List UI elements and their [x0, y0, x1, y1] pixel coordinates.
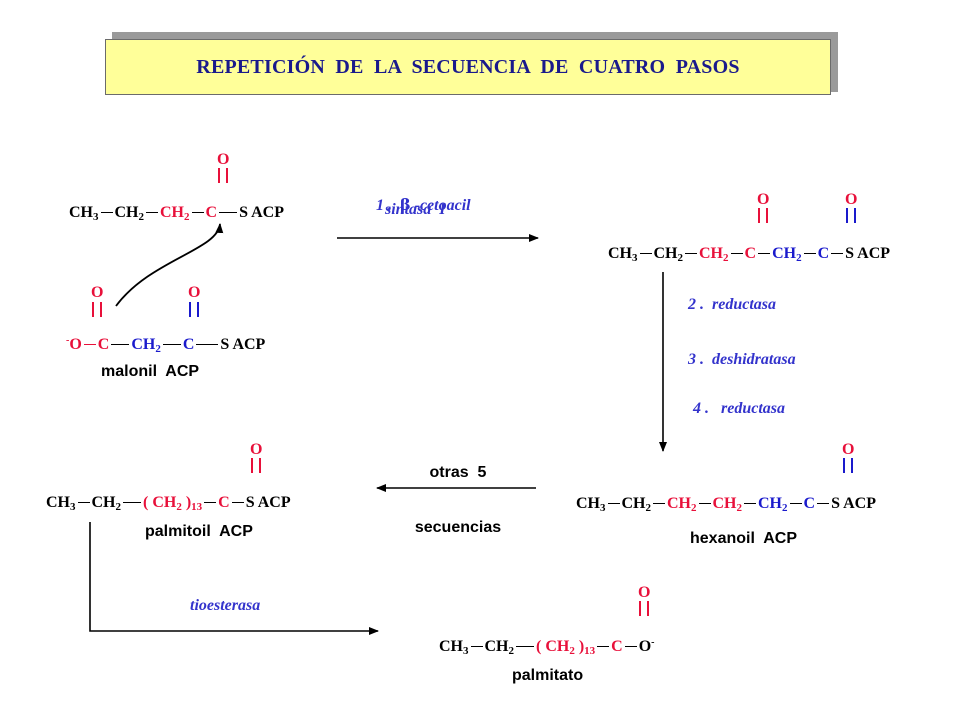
step2-enzyme-label: 2 . reductasa — [688, 296, 776, 313]
ch3-group: CH3 — [69, 204, 99, 223]
s-acp-group: S ACP — [220, 336, 266, 353]
thioester-carbon: C — [182, 336, 195, 353]
page-title: REPETICIÓN DE LA SECUENCIA DE CUATRO PAS… — [196, 55, 740, 78]
thioesterase-enzyme-label: tioesterasa — [190, 597, 261, 614]
oxygen-atom: O — [845, 191, 858, 208]
oxygen-atom: O — [638, 584, 651, 601]
oxygen-atom: O — [842, 441, 855, 458]
acetyl-acp-molecule: O CH3 CH2 CH2 C S ACP — [53, 150, 313, 223]
hexanoil-label: hexanoil ACP — [690, 530, 797, 547]
malonyl-acp-molecule: O O -O C CH2 C S ACP — [50, 284, 320, 355]
ch2-group: CH2 — [114, 204, 145, 223]
double-bond — [639, 601, 649, 616]
double-bond — [843, 458, 853, 473]
double-bond — [846, 208, 856, 223]
oxygen-atom: O — [188, 284, 201, 301]
ch2-group-red: CH2 — [160, 204, 190, 223]
step1-enzyme-label: 1 . β -cetoacil — [376, 194, 471, 214]
malonil-label: malonil ACP — [101, 363, 200, 380]
ch2-group-blue: CH2 — [131, 336, 161, 355]
carboxylate-oxygen: -O — [66, 335, 82, 353]
title-banner: REPETICIÓN DE LA SECUENCIA DE CUATRO PAS… — [105, 39, 831, 95]
double-bond — [758, 208, 768, 223]
carbonyl-carbon: C — [205, 204, 218, 221]
thioesterase-arrow — [89, 522, 379, 635]
double-bond — [218, 168, 228, 183]
step3-enzyme-label: 3 . deshidratasa — [688, 351, 796, 368]
carboxyl-carbon: C — [97, 336, 110, 353]
oxygen-atom: O — [91, 284, 104, 301]
s-acp-group: S ACP — [239, 204, 284, 221]
otras-secuencias-label: otras 5 secuencias — [414, 463, 502, 536]
palmitoil-label: palmitoil ACP — [145, 523, 253, 540]
step4-enzyme-label: 4 . reductasa — [693, 400, 785, 417]
oxygen-atom: O — [250, 441, 263, 458]
palmitato-label: palmitato — [512, 667, 584, 684]
carboxylate-oxygen: O- — [638, 637, 655, 655]
double-bond — [251, 458, 261, 473]
oxygen-atom: O — [217, 151, 230, 168]
step1-enzyme-label-line2: sintasa I — [385, 201, 446, 218]
oxygen-atom: O — [757, 191, 770, 208]
condensation-curved-arrow — [115, 223, 224, 307]
double-bond — [92, 302, 102, 317]
double-bond — [189, 302, 199, 317]
